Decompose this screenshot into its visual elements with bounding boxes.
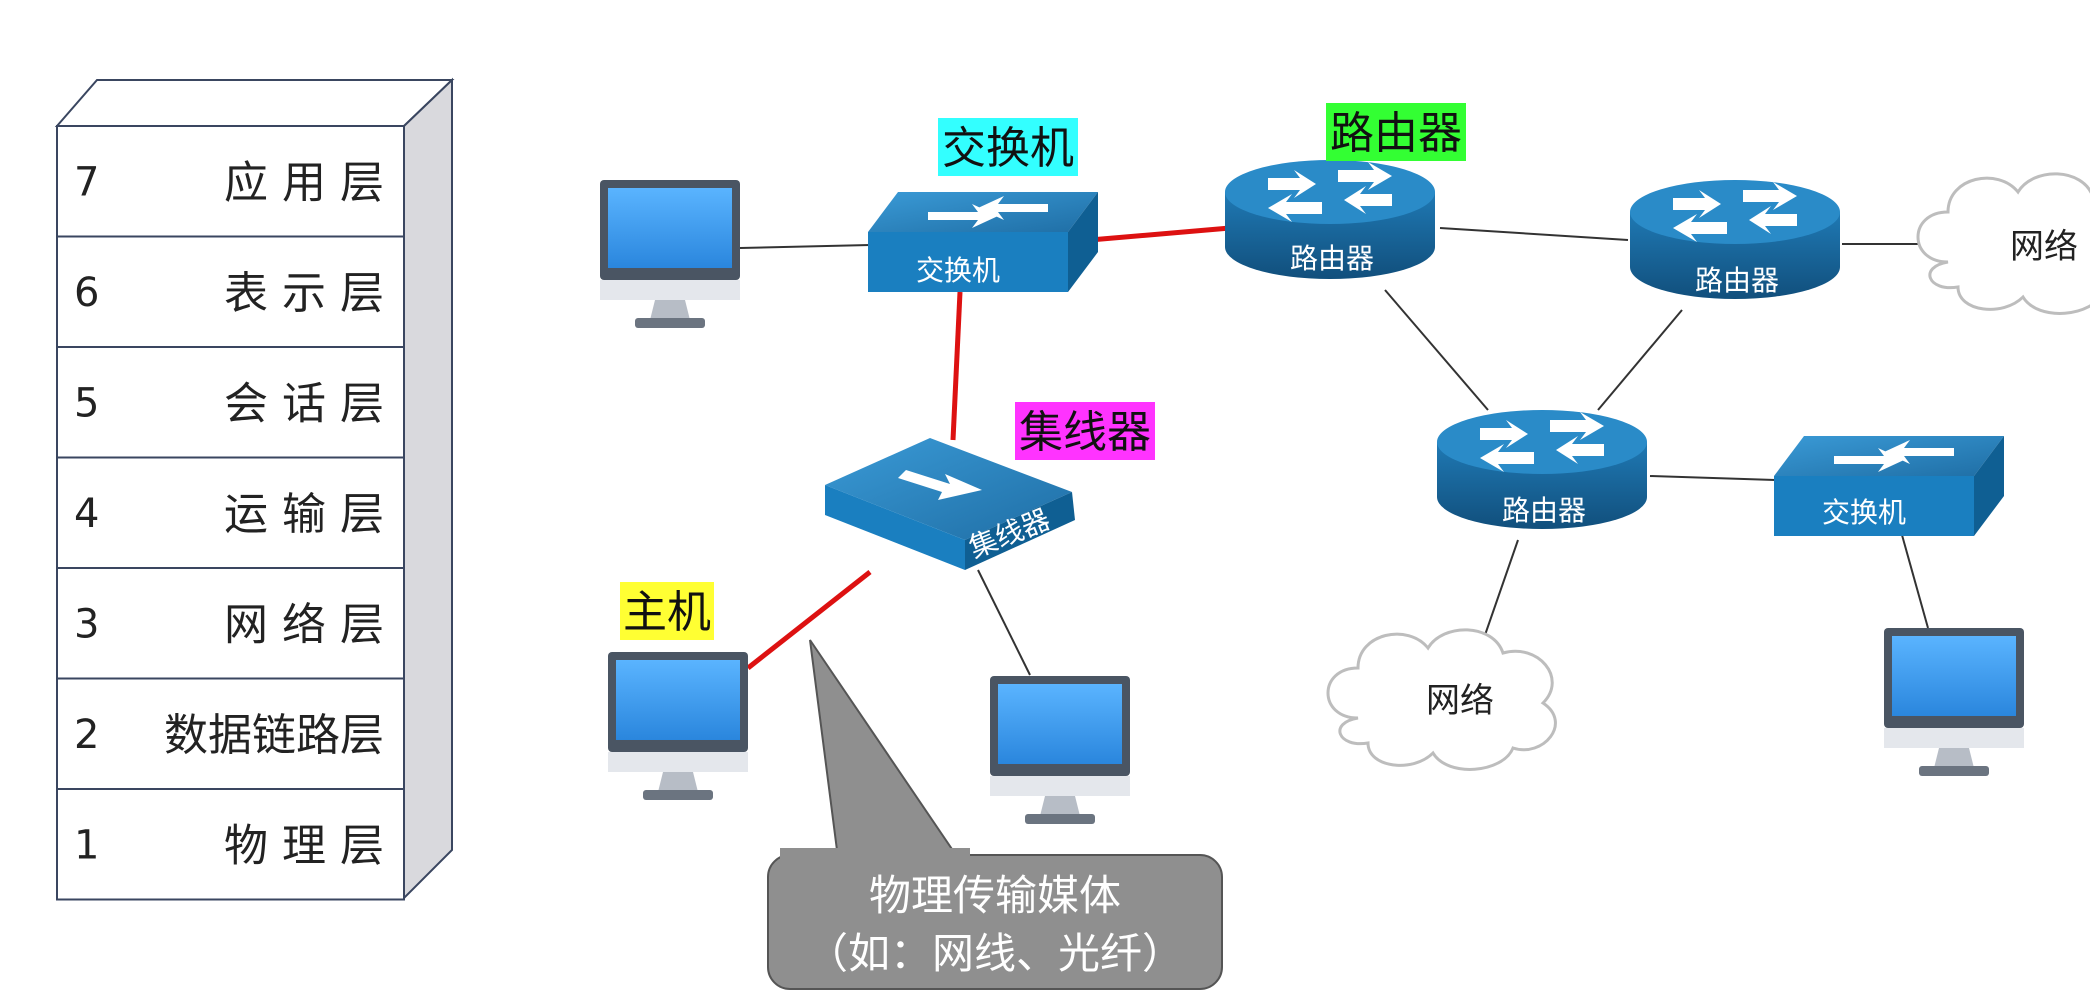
osi-layer-number: 3 <box>74 601 99 647</box>
router-top-left-device: 路由器 <box>1225 160 1435 279</box>
link-pc-top-switch <box>739 244 871 249</box>
callout-pointer <box>809 639 960 859</box>
tag-router: 路由器 <box>1326 103 1466 161</box>
link-switch-pc <box>1901 534 1929 629</box>
link-router-router-top <box>1439 227 1629 241</box>
osi-layer-row: 2 数据链路层 <box>56 677 405 790</box>
link-router-switch <box>1649 475 1776 481</box>
osi-stack: 7 应 用 层 6 表 示 层 5 会 话 层 4 运 输 层 3 网 络 层 2 数据链路层 1 物 理… <box>54 77 455 901</box>
computer-icon <box>600 180 740 328</box>
osi-layer-box <box>56 567 405 680</box>
link-hub-pc <box>977 569 1031 676</box>
osi-layer-box <box>56 456 405 569</box>
osi-layer-name: 应 用 层 <box>224 157 384 208</box>
tag-host-bg <box>620 582 714 640</box>
osi-layer-name: 会 话 层 <box>224 378 384 429</box>
osi-layer-number: 1 <box>74 822 99 868</box>
hub-side-face <box>965 492 1075 570</box>
hub-arrow-icon <box>898 470 982 500</box>
computer-icon <box>1884 628 2024 776</box>
tag-switch-bg <box>938 118 1078 176</box>
hub-front-face <box>825 485 965 570</box>
computer-icon <box>990 676 1130 824</box>
link-router-cloud-bottom <box>1484 539 1519 636</box>
osi-layer-box <box>56 677 405 790</box>
callout-line1: 物理传输媒体 <box>869 871 1121 920</box>
osi-layer-name: 物 理 层 <box>224 820 384 871</box>
osi-layer-row: 4 运 输 层 <box>56 456 405 569</box>
router-top-right-device: 路由器 <box>1630 180 1840 299</box>
osi-layers: 7 应 用 层 6 表 示 层 5 会 话 层 4 运 输 层 3 网 络 层 2 数据链路层 1 物 理… <box>56 125 405 901</box>
tag-host-text: 主机 <box>623 587 711 638</box>
router-top-right-label: 路由器 <box>1695 264 1779 297</box>
stack-side-face <box>403 77 453 901</box>
host-computer-icon <box>608 652 748 800</box>
stack-top-face <box>54 79 455 127</box>
osi-layer-name: 运 输 层 <box>224 489 384 540</box>
osi-layer-row: 5 会 话 层 <box>56 346 405 459</box>
osi-layer-box <box>56 125 405 238</box>
osi-layer-number: 4 <box>74 491 99 537</box>
cloud-right: 网络 <box>1916 172 2090 315</box>
cloud-bottom: 网络 <box>1326 628 1557 771</box>
cloud-right-label: 网络 <box>2010 227 2078 267</box>
osi-layer-box <box>56 235 405 348</box>
osi-layer-name: 网 络 层 <box>224 599 384 650</box>
osi-layer-row: 6 表 示 层 <box>56 235 405 348</box>
tag-switch-text: 交换机 <box>942 123 1074 174</box>
tag-host: 主机 <box>620 582 714 640</box>
link-host-hub-physical <box>746 570 872 670</box>
callout-line2: （如：网线、光纤） <box>806 929 1184 978</box>
osi-layer-box <box>56 788 405 901</box>
tag-hub: 集线器 <box>1015 402 1155 460</box>
tag-hub-bg <box>1015 402 1155 460</box>
osi-layer-number: 6 <box>74 270 99 316</box>
osi-layer-number: 7 <box>74 159 99 205</box>
link-switch-router-physical <box>1089 225 1231 243</box>
osi-layer-row: 3 网 络 层 <box>56 567 405 680</box>
link-router-router-left <box>1384 289 1489 411</box>
hub-device: 集线器 <box>825 438 1075 570</box>
tag-switch: 交换机 <box>938 118 1078 176</box>
osi-layer-number: 2 <box>74 712 99 758</box>
router-middle-label: 路由器 <box>1502 494 1586 527</box>
router-top-left-label: 路由器 <box>1290 242 1374 275</box>
osi-layer-row: 1 物 理 层 <box>56 788 405 901</box>
switch-right-device: 交换机 <box>1774 436 2004 536</box>
switch-top-device: 交换机 <box>868 192 1098 292</box>
callout-joint <box>780 848 970 862</box>
tag-hub-text: 集线器 <box>1019 407 1151 458</box>
switch-right-label: 交换机 <box>1822 496 1906 529</box>
link-router-router-right <box>1597 309 1683 411</box>
osi-layer-number: 5 <box>74 380 99 426</box>
osi-layer-box <box>56 346 405 459</box>
router-middle-device: 路由器 <box>1437 410 1647 529</box>
tag-router-text: 路由器 <box>1330 108 1462 159</box>
cloud-bottom-label: 网络 <box>1426 681 1494 721</box>
callout-physical-medium: 物理传输媒体 （如：网线、光纤） <box>767 639 1223 990</box>
switch-top-label: 交换机 <box>916 254 1000 287</box>
link-switch-hub-physical <box>950 291 963 441</box>
callout-box <box>767 854 1223 990</box>
osi-layer-row: 7 应 用 层 <box>56 125 405 238</box>
tag-router-bg <box>1326 103 1466 161</box>
osi-layer-name: 表 示 层 <box>224 268 384 319</box>
osi-layer-name: 数据链路层 <box>164 710 384 761</box>
network-links <box>739 225 1929 676</box>
